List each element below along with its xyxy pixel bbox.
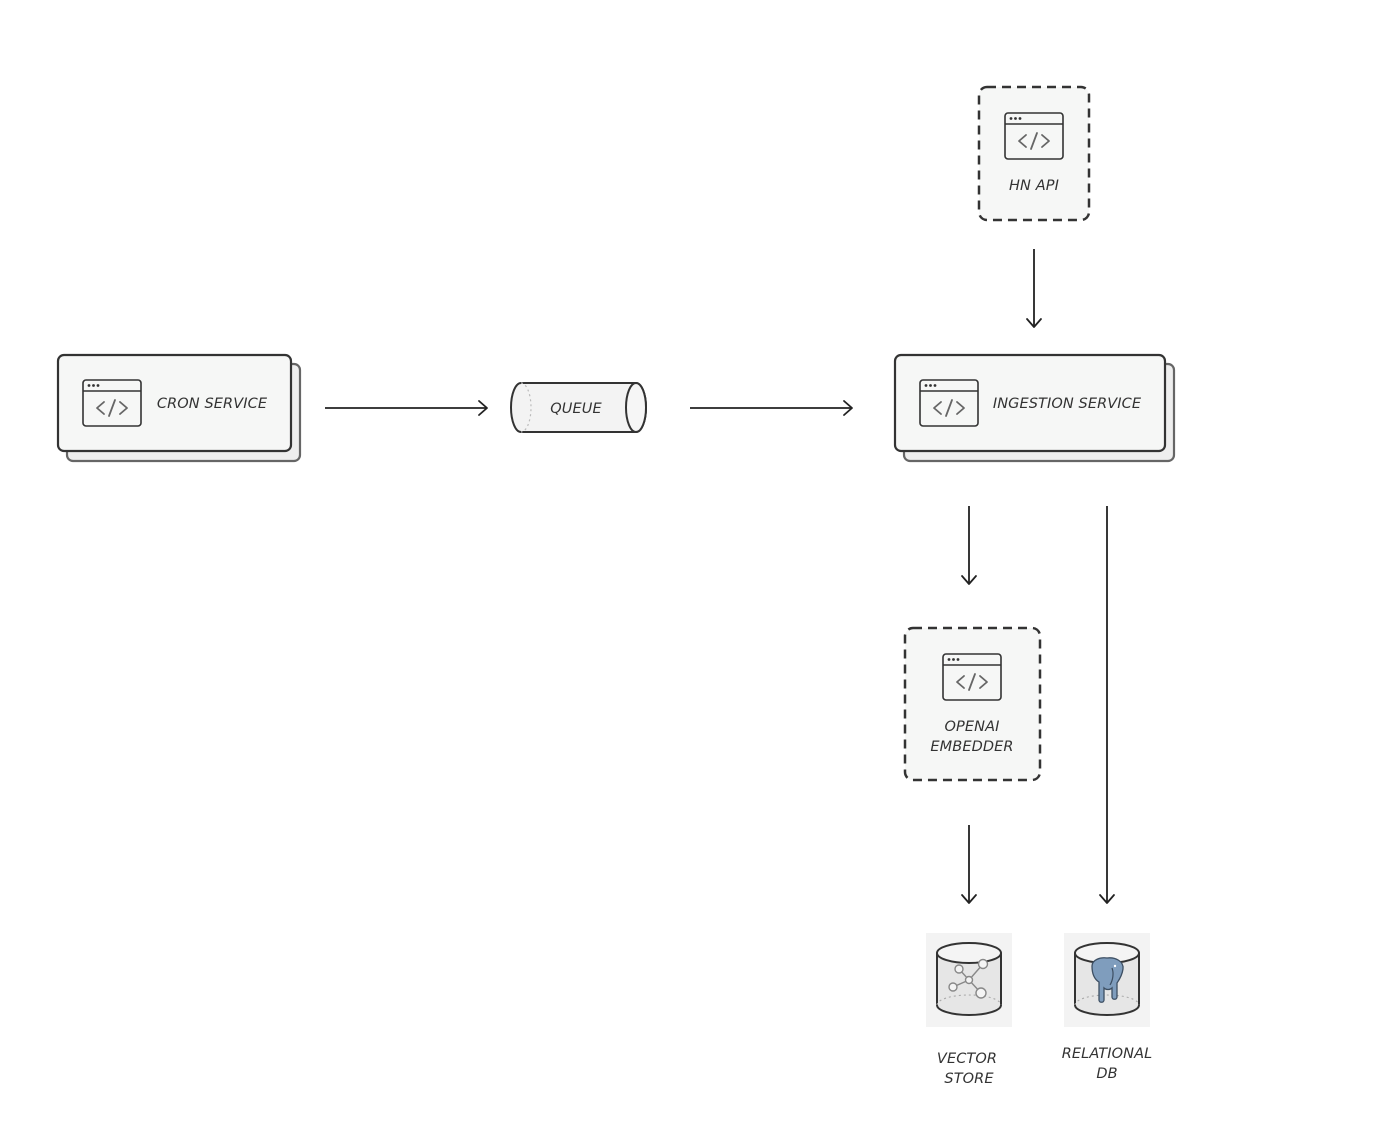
relational-db-node[interactable]: RELATIONAL DB [1062,933,1153,1082]
edge-cron-to-queue [325,400,488,416]
code-window-icon [942,653,1002,701]
vector-store-label-line2: STORE [944,1071,994,1087]
queue-label: QUEUE [550,401,602,417]
cron-service-card [56,353,293,453]
edge-queue-to-ingestion [690,400,853,416]
queue-cylinder-icon [510,382,647,433]
ingestion-service-label: INGESTION SERVICE [993,396,1142,412]
postgresql-database-icon [1074,942,1140,1016]
openai-embedder-node[interactable]: OPENAI EMBEDDER [903,626,1042,782]
openai-embedder-label-line1: OPENAI [945,719,1000,735]
cron-service-node[interactable]: CRON SERVICE [56,353,302,463]
hn-api-node[interactable]: HN API [977,85,1091,222]
vector-database-icon [936,942,1002,1016]
relational-db-label-line2: DB [1096,1066,1117,1082]
code-window-icon [919,379,979,427]
edge-ingestion-to-relational-db [1099,506,1115,904]
edge-embedder-to-vector-store [961,825,977,904]
edge-hn-api-to-ingestion [1026,249,1042,328]
cron-service-label: CRON SERVICE [157,396,268,412]
ingestion-service-card [893,353,1167,453]
edge-ingestion-to-embedder [961,506,977,585]
ingestion-service-node[interactable]: INGESTION SERVICE [893,353,1176,463]
openai-embedder-card [903,626,1042,782]
code-window-icon [82,379,142,427]
hn-api-label: HN API [1009,178,1059,194]
relational-db-label-line1: RELATIONAL [1062,1046,1153,1062]
vector-store-node[interactable]: VECTOR STORE [926,933,1012,1087]
code-window-icon [1004,112,1064,160]
elephant-icon [1091,957,1124,1003]
openai-embedder-label-line2: EMBEDDER [930,739,1013,755]
queue-node[interactable]: QUEUE [510,382,647,433]
vector-store-label-line1: VECTOR [937,1051,997,1067]
